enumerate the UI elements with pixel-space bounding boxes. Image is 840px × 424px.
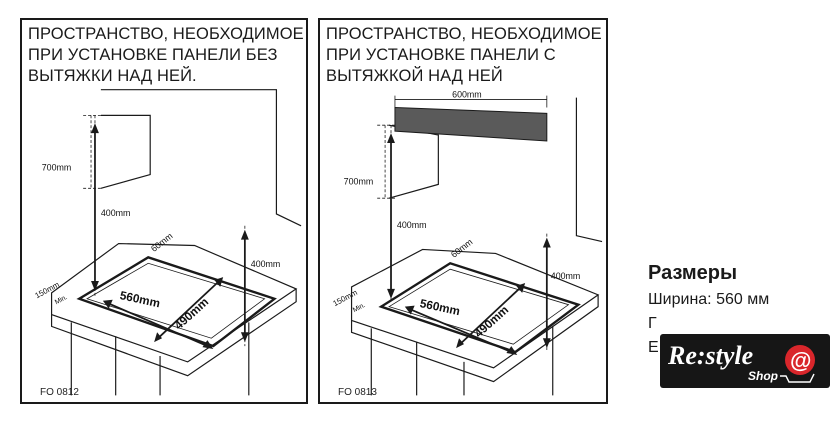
spec-width: Ширина: 560 мм xyxy=(648,291,770,308)
countertop-edge xyxy=(350,294,599,383)
at-badge-icon xyxy=(785,345,815,375)
spec-height: Е xyxy=(648,339,659,356)
panel-caption: ПРОСТРАНСТВО, НЕОБХОДИМОЕ ПРИ УСТАНОВКЕ … xyxy=(28,25,304,85)
panel-caption: ПРОСТРАНСТВО, НЕОБХОДИМОЕ ПРИ УСТАНОВКЕ … xyxy=(326,25,602,85)
cabinet-lines xyxy=(370,326,554,396)
dim-490-label: 490mm xyxy=(472,303,512,341)
dim-60-label: 60mm xyxy=(149,231,175,254)
dim-400-cabinet-label: 400mm xyxy=(101,208,131,218)
wall-cabinet xyxy=(388,124,439,199)
cabinet-lines xyxy=(70,322,250,396)
dimensions-specs: Размеры Ширина: 560 мм Г Е xyxy=(648,262,838,357)
dim-min-label: Min. xyxy=(54,294,69,306)
dim-60-label: 60mm xyxy=(449,237,475,260)
wall-outline xyxy=(100,89,302,227)
logo-symbol: @ xyxy=(790,348,811,373)
logo-sub-text: Shop xyxy=(748,369,778,383)
figure-code: FO 0812 xyxy=(40,387,79,398)
dim-700-label: 700mm xyxy=(42,163,72,173)
logo-graphic: Re:style Shop @ xyxy=(667,341,815,383)
countertop-edge xyxy=(50,288,297,377)
spec-depth: Г xyxy=(648,315,657,332)
logo-main-text: Re:style xyxy=(667,341,753,370)
dim-700-label: 700mm xyxy=(344,176,374,186)
hood xyxy=(394,106,548,142)
specs-title: Размеры xyxy=(648,262,738,284)
dim-150-label: 150mm xyxy=(33,280,61,300)
dim-400-wall-label: 400mm xyxy=(251,259,281,269)
dim-560-label: 560mm xyxy=(119,288,162,310)
dim-490-label: 490mm xyxy=(172,295,212,333)
wall-cabinet xyxy=(100,114,151,189)
figure-code: FO 0813 xyxy=(338,387,377,398)
hob-outline xyxy=(378,261,581,354)
diagram-panel-with-hood: ПРОСТРАНСТВО, НЕОБХОДИМОЕ ПРИ УСТАНОВКЕ … xyxy=(318,18,608,404)
dim-150-label: 150mm xyxy=(331,288,359,308)
dim-400-wall-label: 400mm xyxy=(551,271,581,281)
dim-min-label: Min. xyxy=(352,302,367,314)
installation-diagram: 600mm 700mm 400mm 400mm 60mm 150mm Min. … xyxy=(331,90,603,396)
wall-outline xyxy=(575,97,603,243)
dim-600-label: 600mm xyxy=(452,90,482,100)
installation-diagram: 700mm 400mm 400mm 60mm 150mm Min. 560mm … xyxy=(33,89,302,396)
restyle-shop-logo[interactable]: Re:style Shop @ xyxy=(660,334,830,388)
diagram-panel-without-hood: ПРОСТРАНСТВО, НЕОБХОДИМОЕ ПРИ УСТАНОВКЕ … xyxy=(20,18,308,404)
cart-icon xyxy=(780,373,815,383)
dim-400-cabinet-label: 400mm xyxy=(397,220,427,230)
